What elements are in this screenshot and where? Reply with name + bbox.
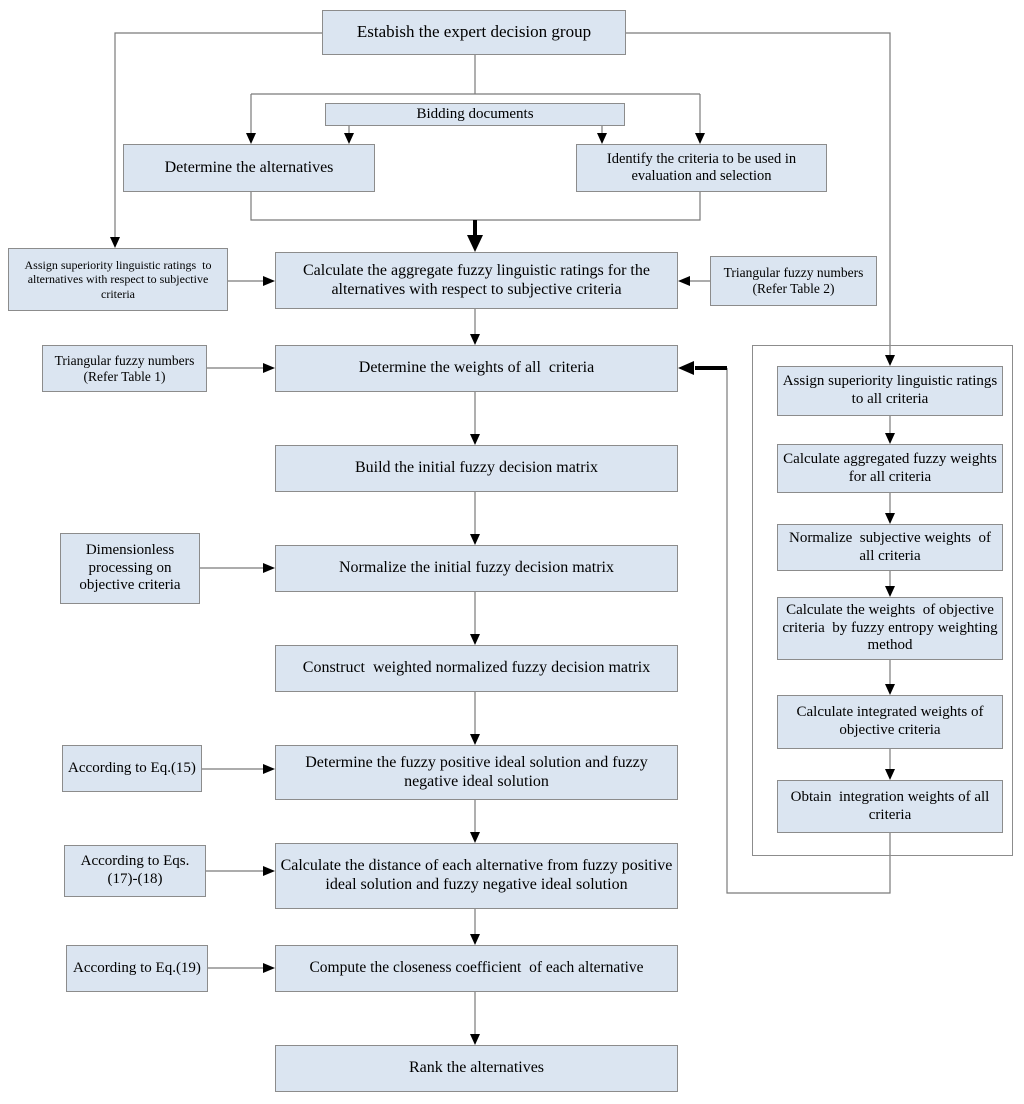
node-identify-criteria: Identify the criteria to be used in eval… xyxy=(576,144,827,192)
right-panel-container xyxy=(752,345,1013,856)
node-rc-calc-aggregated-weights: Calculate aggregated fuzzy weights for a… xyxy=(777,444,1003,493)
edge-bidding-to-alternatives xyxy=(344,126,354,144)
edge-normalize-to-construct xyxy=(470,592,480,645)
node-construct-matrix: Construct weighted normalized fuzzy deci… xyxy=(275,645,678,692)
node-assign-ratings-alternatives: Assign superiority linguistic ratings to… xyxy=(8,248,228,311)
node-rc-assign-ratings-criteria: Assign superiority linguistic ratings to… xyxy=(777,366,1003,416)
edge-tfn2-to-aggregate xyxy=(678,276,710,286)
node-according-eq15: According to Eq.(15) xyxy=(62,745,202,792)
node-rank-alternatives: Rank the alternatives xyxy=(275,1045,678,1092)
edge-expert-to-assign-alternatives xyxy=(110,32,322,248)
node-rc-calc-integrated-weights: Calculate integrated weights of objectiv… xyxy=(777,695,1003,749)
node-calc-aggregate-ratings: Calculate the aggregate fuzzy linguistic… xyxy=(275,252,678,309)
node-tfn-table2: Triangular fuzzy numbers (Refer Table 2) xyxy=(710,256,877,306)
node-dimensionless-processing: Dimensionless processing on objective cr… xyxy=(60,533,200,604)
edge-feedback-to-weights xyxy=(678,361,891,894)
edge-merge-to-aggregate xyxy=(250,192,701,252)
edge-closeness-to-rank xyxy=(470,992,480,1045)
edge-aggregate-to-weights xyxy=(470,309,480,345)
node-determine-alternatives: Determine the alternatives xyxy=(123,144,375,192)
node-rc-normalize-subjective-weights: Normalize subjective weights of all crit… xyxy=(777,524,1003,571)
node-according-eq17-18: According to Eqs.(17)-(18) xyxy=(64,845,206,897)
edge-expert-to-right-panel xyxy=(626,32,895,366)
node-calc-distance: Calculate the distance of each alternati… xyxy=(275,843,678,909)
node-according-eq19: According to Eq.(19) xyxy=(66,945,208,992)
node-rc-obtain-integration-weights: Obtain integration weights of all criter… xyxy=(777,780,1003,833)
edge-construct-to-ideal xyxy=(470,692,480,745)
edge-tfn1-to-weights xyxy=(207,363,275,373)
edges-right-panel-chain xyxy=(885,416,895,780)
edge-eq15-to-ideal xyxy=(202,764,275,774)
edge-ideal-to-distance xyxy=(470,800,480,843)
node-compute-closeness-coefficient: Compute the closeness coefficient of eac… xyxy=(275,945,678,992)
node-rc-calc-objective-weights: Calculate the weights of objective crite… xyxy=(777,597,1003,660)
edge-dimensionless-to-normalize xyxy=(200,563,275,573)
edge-eq17-18-to-distance xyxy=(206,866,275,876)
node-expert-group: Estabish the expert decision group xyxy=(322,10,626,55)
edge-weights-to-build xyxy=(470,392,480,445)
edge-build-to-normalize xyxy=(470,492,480,545)
edge-distance-to-closeness xyxy=(470,909,480,945)
node-determine-weights: Determine the weights of all criteria xyxy=(275,345,678,392)
edge-expert-split xyxy=(246,55,705,144)
node-bidding-documents: Bidding documents xyxy=(325,103,625,126)
edge-assign-to-aggregate xyxy=(228,276,275,286)
node-normalize-matrix: Normalize the initial fuzzy decision mat… xyxy=(275,545,678,592)
edge-eq19-to-closeness xyxy=(208,963,275,973)
edge-bidding-to-criteria xyxy=(597,126,607,144)
node-determine-ideal-solutions: Determine the fuzzy positive ideal solut… xyxy=(275,745,678,800)
node-build-matrix: Build the initial fuzzy decision matrix xyxy=(275,445,678,492)
node-tfn-table1: Triangular fuzzy numbers (Refer Table 1) xyxy=(42,345,207,392)
